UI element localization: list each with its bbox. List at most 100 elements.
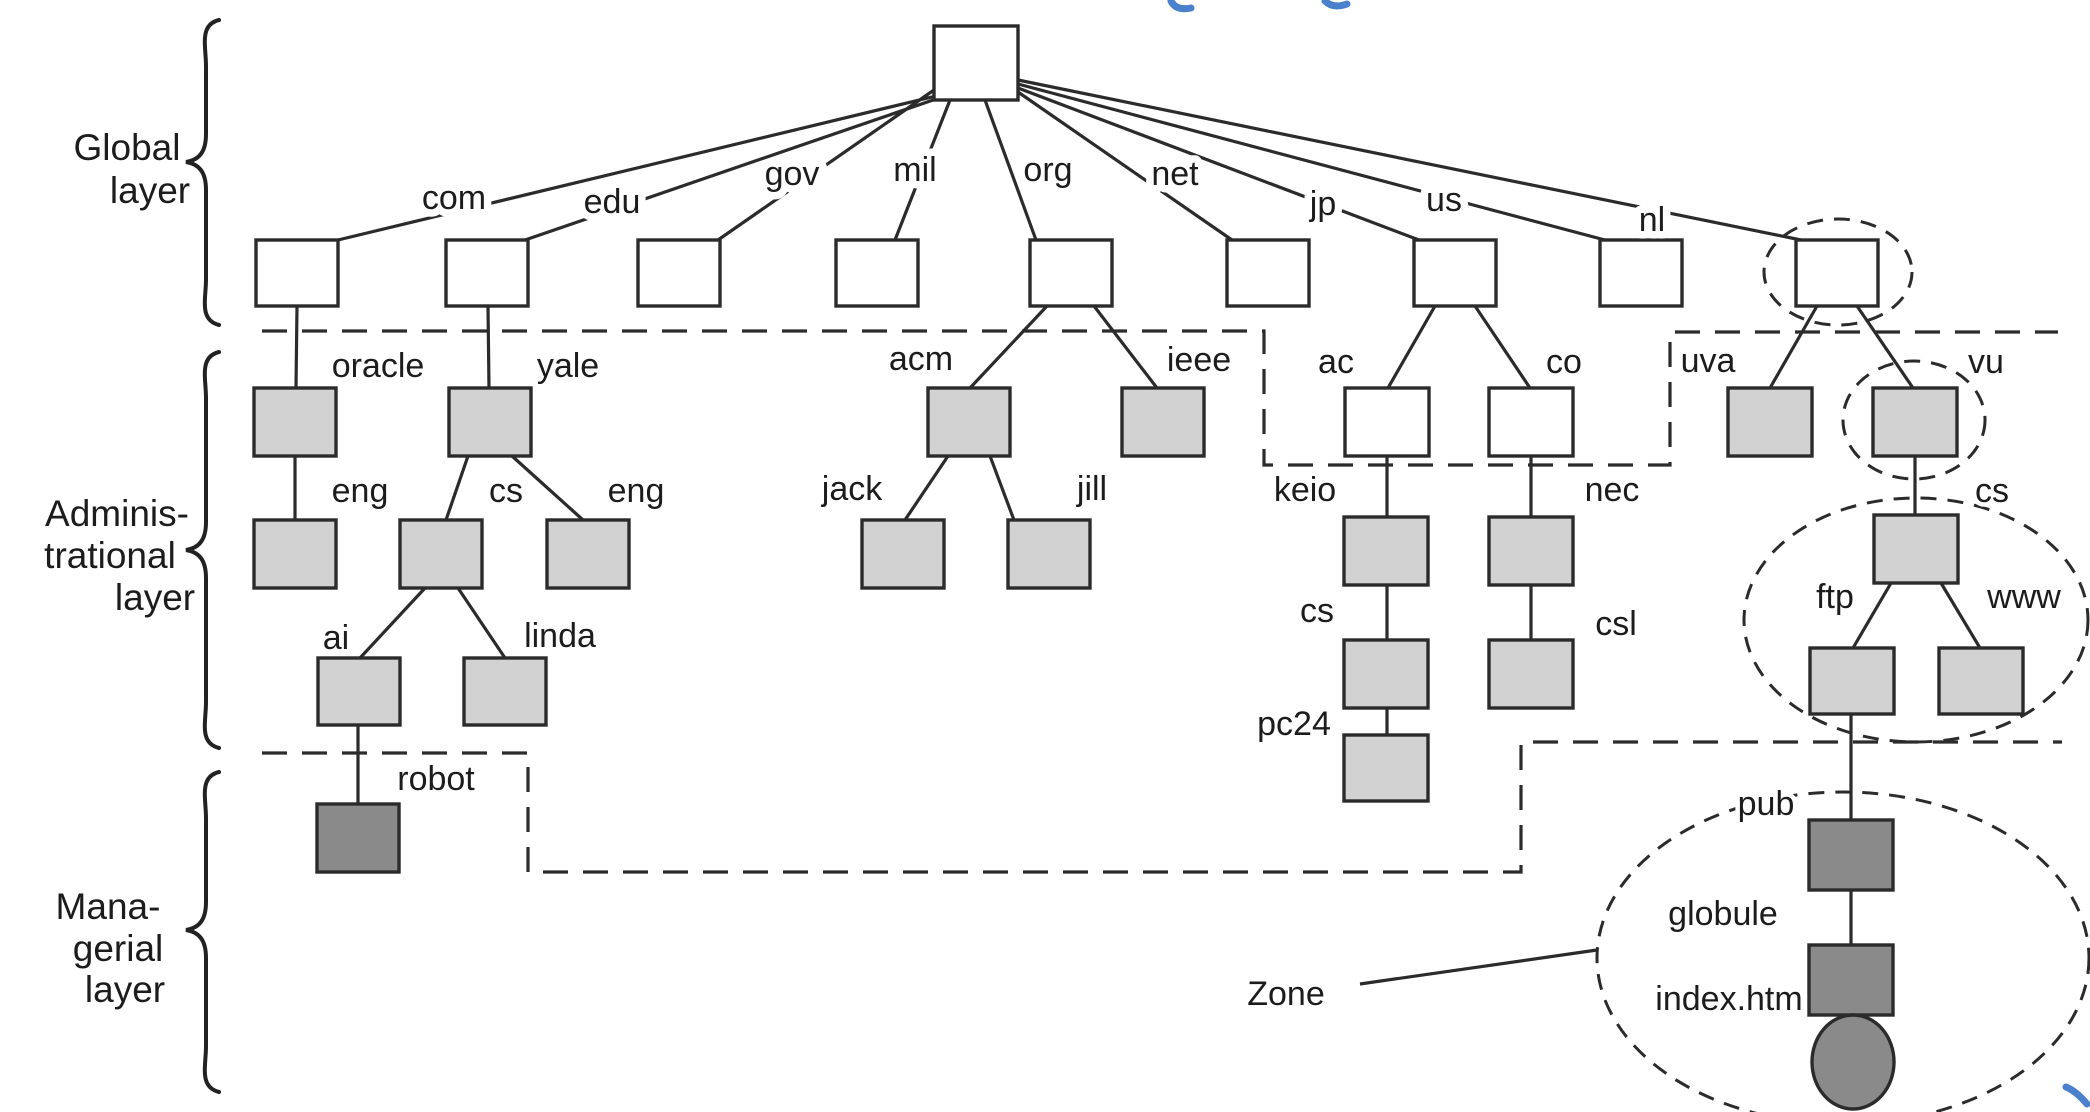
node-label-org: org — [1023, 151, 1072, 189]
node-label-ftp: ftp — [1816, 578, 1854, 616]
node-box-ac — [1343, 386, 1431, 458]
layer-boundary-admin-managerial — [262, 740, 2062, 874]
node-box-linda — [462, 656, 548, 727]
zone-label: Zone — [1247, 975, 1325, 1013]
node-label-nec: nec — [1585, 471, 1640, 509]
node-box-eng_oracle — [252, 518, 338, 590]
node-box-cs_vu — [1872, 513, 1960, 585]
node-box-edu — [444, 238, 530, 308]
node-label-globule: globule — [1668, 895, 1778, 933]
tree-edge — [524, 97, 937, 242]
node-label-keio: keio — [1274, 471, 1336, 509]
tree-edge — [444, 455, 470, 521]
node-label-uva: uva — [1681, 342, 1736, 380]
node-label-eng_oracle: eng — [332, 472, 389, 510]
node-label-ieee: ieee — [1167, 341, 1231, 379]
zone-ellipse-nl-zone — [1762, 217, 1914, 327]
node-box-co — [1487, 386, 1575, 458]
tree-edge — [1851, 582, 1893, 649]
node-label-co: co — [1546, 343, 1582, 381]
tree-edge — [1473, 305, 1532, 389]
node-label-mil: mil — [893, 151, 936, 189]
node-box-com — [254, 238, 340, 308]
node-label-oracle: oracle — [332, 347, 425, 385]
node-label-jack: jack — [821, 470, 883, 508]
node-box-jill — [1006, 518, 1092, 590]
layer-brace-administrational — [185, 350, 221, 750]
layer-label-line: Global — [74, 127, 181, 168]
tree-edge — [893, 99, 952, 241]
node-label-www: www — [1986, 578, 2061, 616]
node-box-us — [1598, 238, 1684, 308]
node-box-jack — [860, 518, 946, 590]
node-box-acm — [926, 386, 1012, 458]
node-box-root — [932, 24, 1020, 102]
node-shape-index_htm — [1810, 1013, 1896, 1111]
tree-edge — [1092, 305, 1159, 389]
layer-label-line: trational — [44, 535, 176, 576]
tree-edge — [1768, 305, 1819, 389]
layer-label-line: Adminis- — [45, 493, 189, 534]
node-box-org — [1028, 238, 1114, 308]
node-label-cs_yale: cs — [489, 472, 523, 510]
cropped-blue-text-fragment-top-left — [1167, 0, 1195, 13]
node-box-yale — [447, 386, 533, 458]
node-box-www — [1937, 646, 2025, 716]
node-box-mil — [834, 238, 920, 308]
tree-edge — [1386, 305, 1437, 389]
node-label-gov: gov — [765, 155, 820, 193]
node-label-jp: jp — [1309, 185, 1336, 223]
tree-edge — [1017, 90, 1233, 242]
node-label-us: us — [1426, 181, 1462, 219]
tree-edge — [486, 305, 491, 389]
cropped-blue-text-fragment-bottom-right — [2062, 1083, 2090, 1108]
node-box-net — [1225, 238, 1311, 308]
tree-edge — [456, 587, 507, 659]
node-box-ieee — [1120, 386, 1206, 458]
tree-edge — [358, 586, 427, 660]
node-box-globule — [1807, 943, 1895, 1017]
node-box-uva — [1726, 386, 1814, 458]
node-box-ftp — [1808, 646, 1896, 716]
layer-label-line: layer — [115, 577, 195, 618]
node-label-index_htm: index.htm — [1655, 980, 1802, 1018]
node-box-nl — [1794, 238, 1880, 308]
node-box-csl — [1487, 638, 1575, 710]
node-label-vu: vu — [1968, 343, 2004, 381]
node-label-cs_vu: cs — [1975, 472, 2009, 510]
layer-label-line: gerial — [73, 928, 164, 969]
layer-label-line: Mana- — [56, 886, 161, 927]
node-label-eng_yale: eng — [608, 472, 665, 510]
node-label-yale: yale — [537, 347, 599, 385]
layer-brace-global — [185, 18, 221, 327]
tree-edge — [988, 455, 1016, 521]
cropped-blue-text-fragment-top-right — [1321, 0, 1351, 10]
layer-boundary-global-admin — [262, 329, 2058, 467]
node-box-pub — [1807, 818, 1895, 892]
layer-label-line: layer — [110, 170, 190, 211]
node-label-csl: csl — [1595, 605, 1637, 643]
node-label-linda: linda — [524, 617, 596, 655]
node-box-jp — [1412, 238, 1498, 308]
node-label-ai: ai — [323, 619, 349, 657]
node-box-vu — [1871, 386, 1959, 458]
node-label-com: com — [422, 179, 486, 217]
node-box-ai — [316, 656, 402, 727]
node-label-net: net — [1151, 155, 1199, 193]
node-box-cs_keio — [1342, 638, 1430, 710]
tree-edge — [1017, 78, 1802, 242]
node-label-edu: edu — [584, 183, 641, 221]
node-box-gov — [636, 238, 722, 308]
node-label-cs_keio: cs — [1300, 592, 1334, 630]
zone-ellipse-cs-vu-zone — [1742, 496, 2090, 744]
node-label-nl: nl — [1639, 201, 1665, 239]
tree-edge — [510, 454, 585, 522]
tree-edge — [1017, 86, 1420, 242]
node-label-pc24: pc24 — [1257, 705, 1331, 743]
tree-edge — [294, 305, 299, 389]
node-label-pub: pub — [1738, 785, 1795, 823]
node-label-jill: jill — [1076, 470, 1107, 508]
node-label-robot: robot — [397, 760, 475, 798]
